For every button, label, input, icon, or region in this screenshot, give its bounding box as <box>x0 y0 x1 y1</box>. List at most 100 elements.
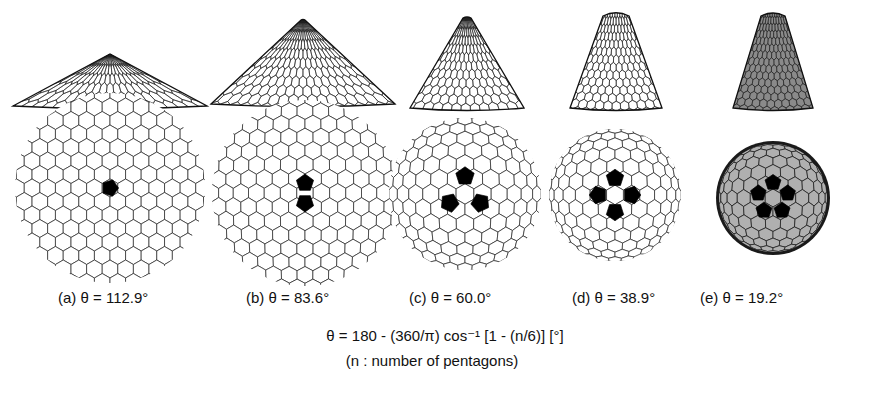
hexagon <box>236 102 251 114</box>
hexagon <box>336 278 352 294</box>
hexagon <box>110 36 111 48</box>
hexagon <box>468 2 470 13</box>
hexagon <box>461 103 471 114</box>
hexagon-mesh <box>716 3 826 123</box>
hexagon <box>613 86 621 96</box>
hexagon <box>47 91 63 103</box>
hexagon <box>778 3 780 12</box>
hexagon <box>401 110 419 122</box>
cone-side-view <box>393 2 539 123</box>
hexagon <box>356 74 369 86</box>
hexagon <box>768 251 779 254</box>
hexagon <box>276 38 286 50</box>
hexagon <box>588 31 594 41</box>
hexagon <box>585 254 597 260</box>
panel-caption: (a) θ = 112.9° <box>58 289 148 307</box>
hexagon <box>236 74 249 86</box>
hexagon <box>722 97 731 106</box>
hexagon <box>110 36 111 48</box>
hexagon <box>251 266 267 283</box>
hexagon <box>366 111 382 123</box>
hexagon <box>175 110 194 122</box>
hexagon <box>601 1 603 11</box>
hexagon <box>487 43 494 54</box>
hexagon <box>465 110 478 118</box>
hexagon <box>741 112 750 121</box>
hexagon <box>667 221 676 233</box>
hexagon <box>758 113 767 122</box>
hexagon-mesh <box>393 2 539 123</box>
pentagon <box>606 169 623 185</box>
hexagon <box>628 248 642 257</box>
hexagon <box>266 56 276 68</box>
hexagon <box>794 36 799 45</box>
hexagon <box>769 3 771 12</box>
hexagon <box>727 84 735 93</box>
hexagon <box>470 2 472 13</box>
hexagon <box>523 223 534 238</box>
pentagon <box>780 185 796 200</box>
hexagon <box>728 90 737 99</box>
hexagon <box>626 1 628 11</box>
hexagon <box>458 263 473 272</box>
hexagon <box>335 56 345 68</box>
hexagon <box>300 2 301 14</box>
hexagon <box>733 111 742 120</box>
hexagon <box>525 109 539 120</box>
cone-top-view <box>382 110 544 272</box>
hexagon <box>465 2 467 13</box>
hexagon <box>287 38 293 50</box>
hexagon <box>771 3 773 12</box>
hexagon <box>781 3 783 12</box>
hexagon <box>467 2 469 13</box>
cone-outline <box>570 13 662 111</box>
hexagon <box>416 76 426 87</box>
pentagon <box>103 180 118 196</box>
cone-body <box>410 17 524 111</box>
hexagon <box>304 2 305 14</box>
hexagon <box>444 262 459 271</box>
hexagon <box>8 99 30 111</box>
hexagon <box>148 81 165 93</box>
hexagon <box>515 236 527 249</box>
hexagon <box>190 109 211 121</box>
hexagon <box>495 110 507 121</box>
hexagon <box>369 83 384 95</box>
hexagon <box>786 9 788 18</box>
hexagon <box>403 109 416 120</box>
hexagon <box>783 3 785 12</box>
cone-outline <box>211 20 395 107</box>
hexagon <box>406 84 418 95</box>
pentagon <box>765 174 781 189</box>
hexagon <box>110 274 126 292</box>
hexagon <box>733 70 740 79</box>
hexagon-lattice <box>382 110 544 272</box>
cone-top-view <box>205 91 413 296</box>
hexagon <box>359 265 374 282</box>
hexagon <box>322 47 330 59</box>
hexagon <box>574 61 582 71</box>
hexagon <box>382 186 389 201</box>
hexagon <box>242 65 255 77</box>
hexagon <box>110 36 111 48</box>
hexagon <box>389 110 407 122</box>
hexagon <box>603 125 615 129</box>
cone-top-view <box>716 141 830 255</box>
hexagon <box>110 36 111 48</box>
hexagon <box>596 256 609 262</box>
hexagon <box>110 36 111 48</box>
hexagon <box>32 81 56 93</box>
hexagon <box>56 91 71 103</box>
hexagon <box>462 2 464 13</box>
hexagon-mesh <box>553 1 672 119</box>
hexagon-lattice <box>205 91 413 296</box>
hexagon <box>110 36 111 48</box>
hexagon <box>300 2 301 14</box>
hexagon <box>149 260 165 278</box>
hexagon <box>741 241 752 247</box>
hexagon <box>172 247 188 265</box>
hexagon <box>29 100 48 112</box>
hexagon <box>485 261 499 270</box>
hexagon <box>302 2 303 14</box>
hexagon <box>94 274 110 292</box>
